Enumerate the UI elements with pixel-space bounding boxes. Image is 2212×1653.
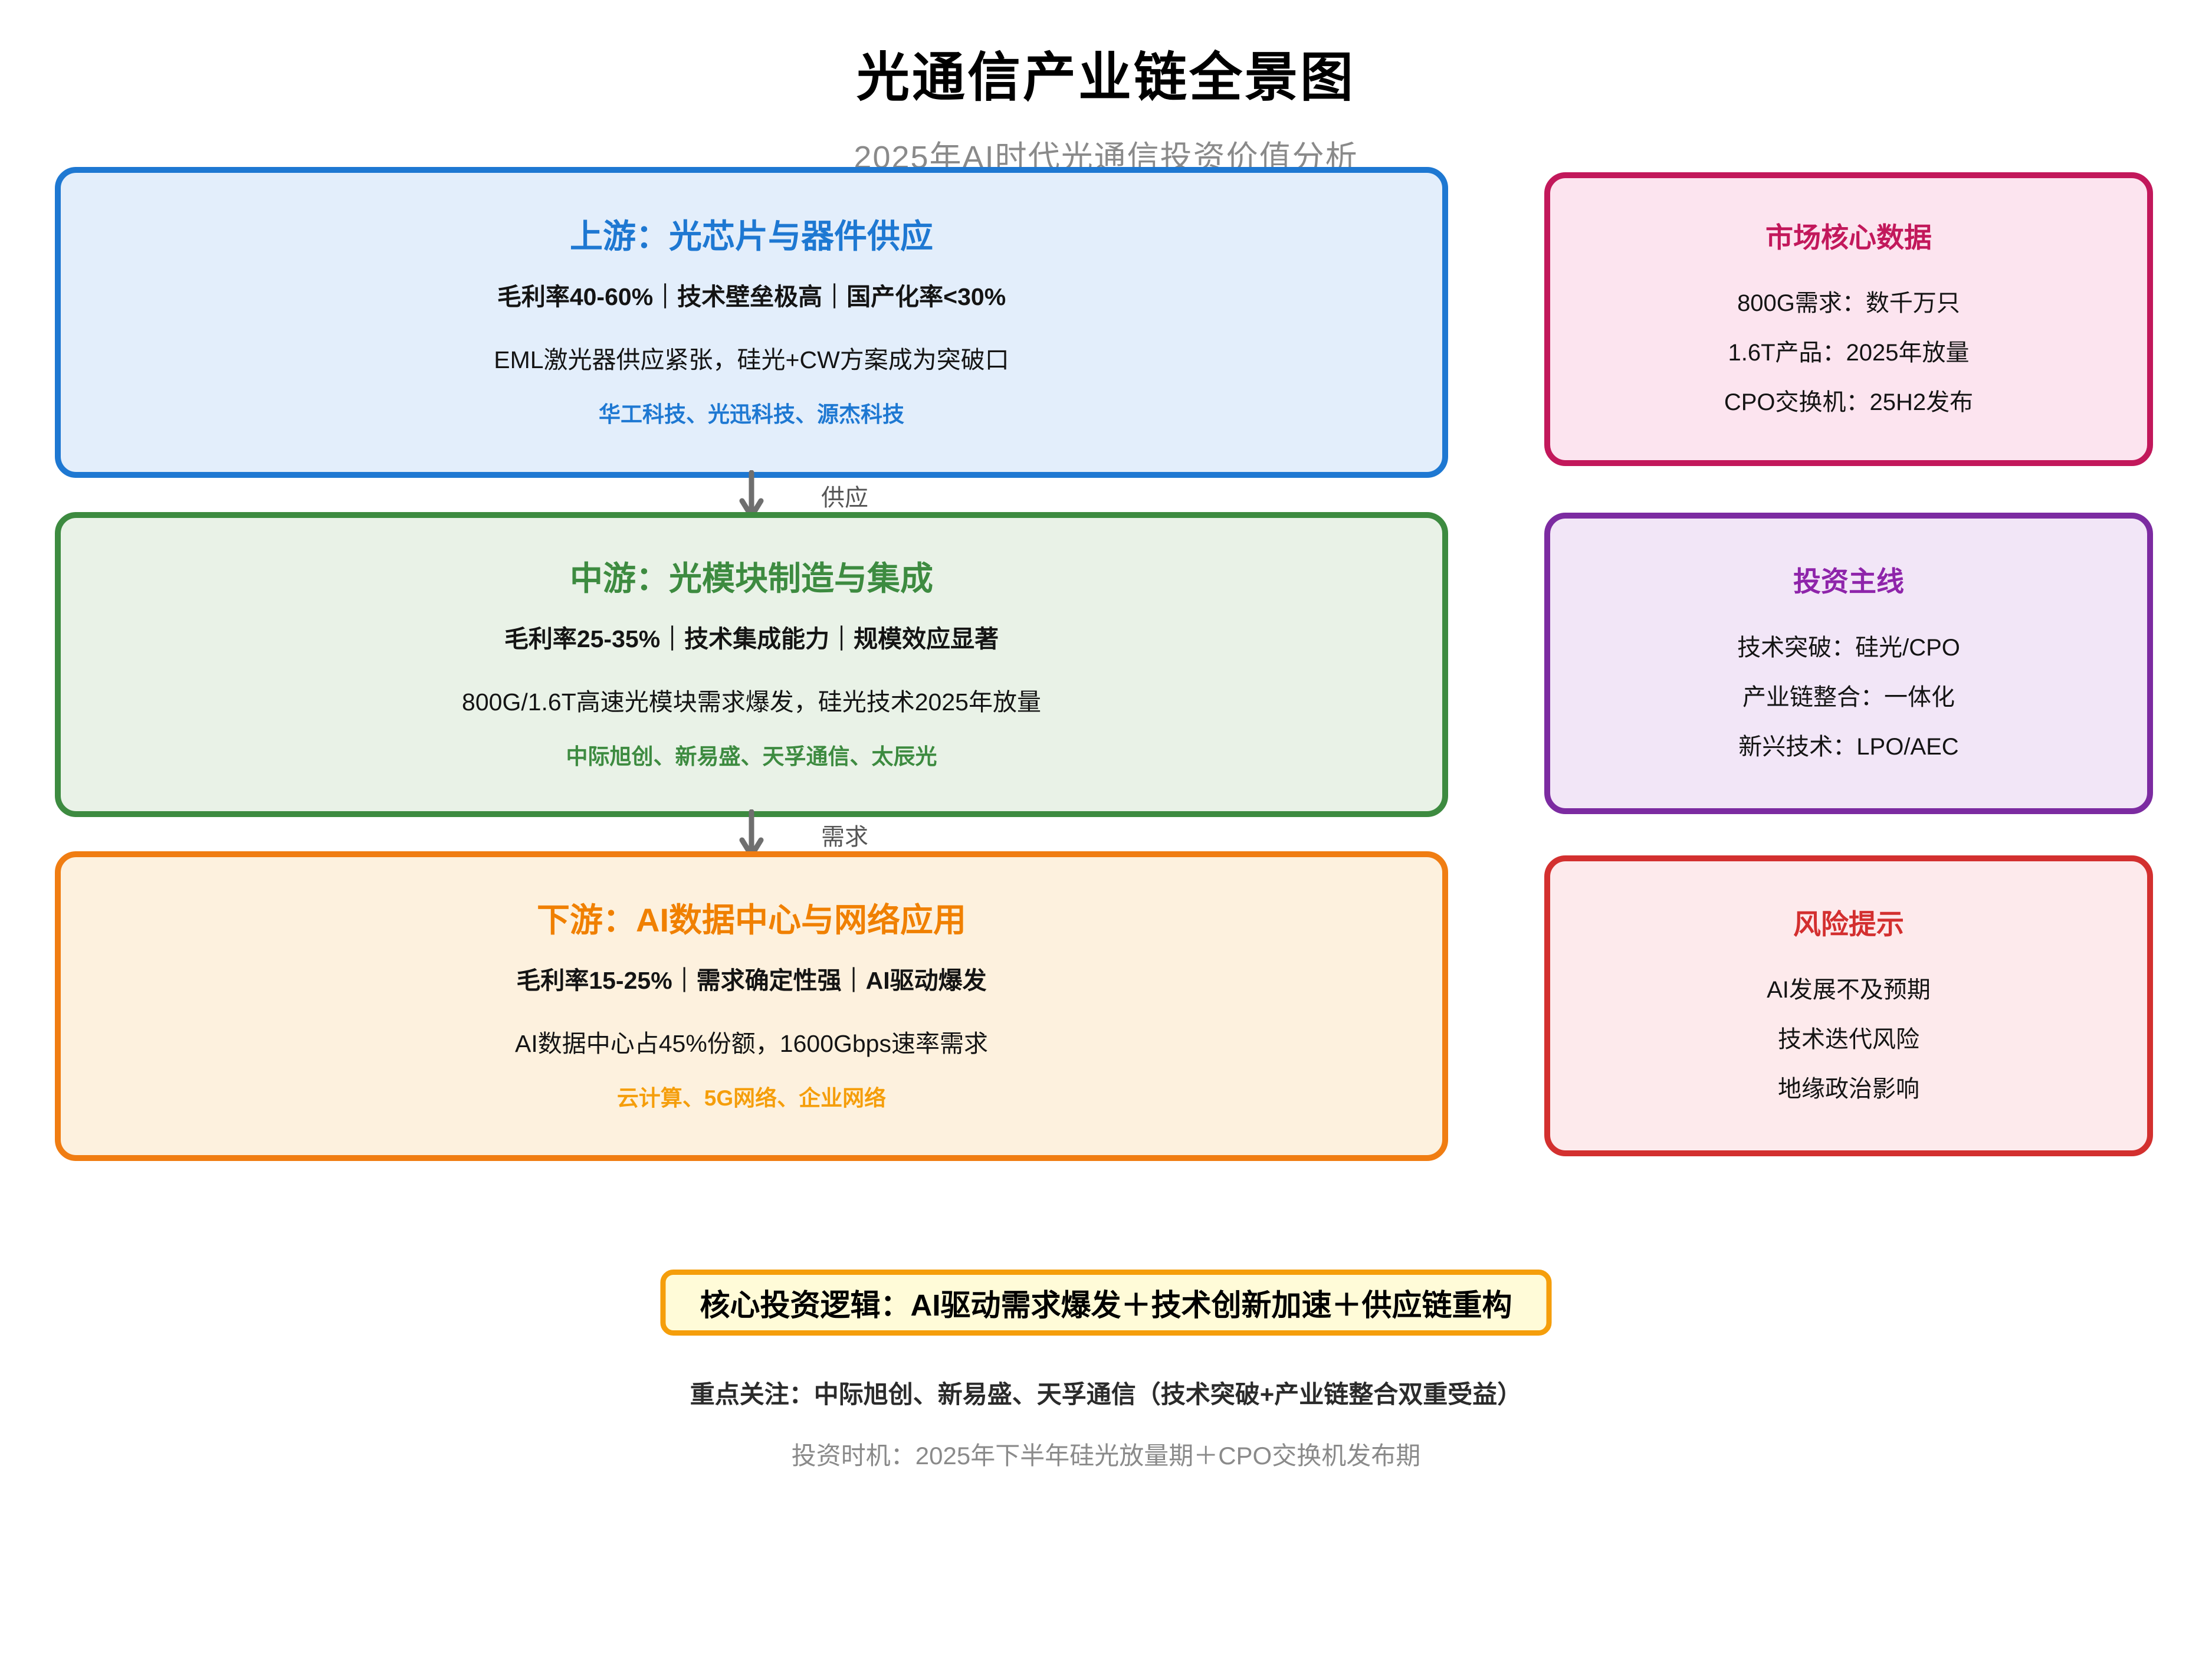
- core-logic-banner: 核心投资逻辑：AI驱动需求爆发＋技术创新加速＋供应链重构: [660, 1270, 1552, 1336]
- investment-themes-box: 投资主线 技术突破：硅光/CPO 产业链整合：一体化 新兴技术：LPO/AEC: [1544, 513, 2153, 814]
- market-data-line: 1.6T产品：2025年放量: [1728, 340, 1970, 366]
- investment-themes-title: 投资主线: [1793, 566, 1904, 598]
- downstream-box: 下游：AI数据中心与网络应用 毛利率15-25%｜需求确定性强｜AI驱动爆发 A…: [55, 851, 1448, 1161]
- upstream-description: EML激光器供应紧张，硅光+CW方案成为突破口: [494, 346, 1009, 373]
- midstream-description: 800G/1.6T高速光模块需求爆发，硅光技术2025年放量: [462, 688, 1041, 716]
- market-data-title: 市场核心数据: [1765, 221, 1932, 253]
- upstream-companies: 华工科技、光迅科技、源杰科技: [599, 402, 904, 427]
- market-data-line: CPO交换机：25H2发布: [1724, 389, 1974, 416]
- investment-themes-line: 产业链整合：一体化: [1742, 684, 1955, 710]
- risk-warning-line: AI发展不及预期: [1767, 977, 1931, 1003]
- midstream-box: 中游：光模块制造与集成 毛利率25-35%｜技术集成能力｜规模效应显著 800G…: [55, 512, 1448, 817]
- market-data-line: 800G需求：数千万只: [1737, 290, 1960, 317]
- investment-themes-line: 技术突破：硅光/CPO: [1737, 634, 1960, 661]
- risk-warning-box: 风险提示 AI发展不及预期 技术迭代风险 地缘政治影响: [1544, 855, 2153, 1156]
- upstream-box: 上游：光芯片与器件供应 毛利率40-60%｜技术壁垒极高｜国产化率<30% EM…: [55, 167, 1448, 478]
- market-data-box: 市场核心数据 800G需求：数千万只 1.6T产品：2025年放量 CPO交换机…: [1544, 172, 2153, 466]
- downstream-companies: 云计算、5G网络、企业网络: [616, 1086, 887, 1111]
- midstream-title: 中游：光模块制造与集成: [570, 559, 933, 597]
- midstream-companies: 中际旭创、新易盛、天孚通信、太辰光: [566, 744, 937, 769]
- risk-warning-line: 地缘政治影响: [1778, 1076, 1919, 1103]
- focus-note: 重点关注：中际旭创、新易盛、天孚通信（技术突破+产业链整合双重受益）: [690, 1380, 1522, 1408]
- upstream-stats: 毛利率40-60%｜技术壁垒极高｜国产化率<30%: [497, 283, 1006, 310]
- midstream-stats: 毛利率25-35%｜技术集成能力｜规模效应显著: [504, 625, 999, 652]
- flow-demand: 需求: [55, 809, 1448, 860]
- risk-warning-title: 风险提示: [1793, 908, 1904, 940]
- timing-note: 投资时机：2025年下半年硅光放量期＋CPO交换机发布期: [791, 1442, 1421, 1470]
- flow-demand-label: 需求: [821, 824, 868, 850]
- page-title: 光通信产业链全景图: [856, 48, 1356, 107]
- flow-supply-label: 供应: [821, 485, 868, 511]
- downstream-stats: 毛利率15-25%｜需求确定性强｜AI驱动爆发: [516, 966, 987, 994]
- downstream-description: AI数据中心占45%份额，1600Gbps速率需求: [514, 1029, 988, 1057]
- risk-warning-line: 技术迭代风险: [1778, 1026, 1919, 1053]
- investment-themes-line: 新兴技术：LPO/AEC: [1738, 733, 1959, 760]
- downstream-title: 下游：AI数据中心与网络应用: [537, 901, 966, 939]
- upstream-title: 上游：光芯片与器件供应: [570, 217, 933, 255]
